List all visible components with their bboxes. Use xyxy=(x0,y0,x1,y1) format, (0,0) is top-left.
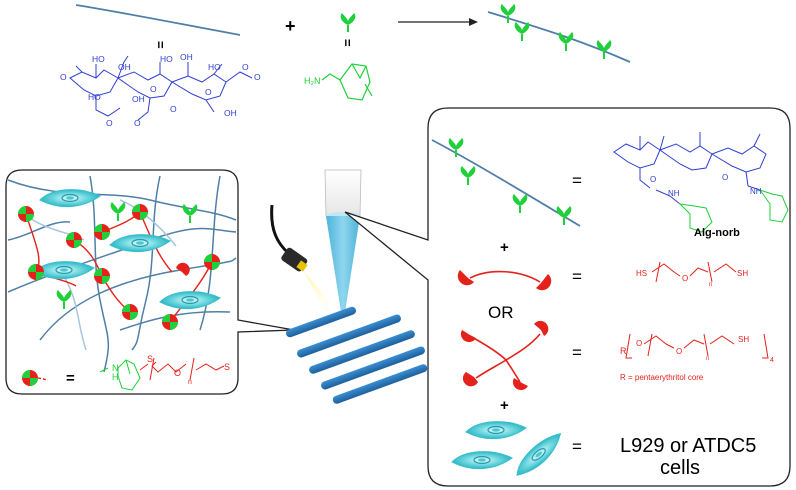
svg-text:O: O xyxy=(650,175,656,184)
norbornene-amine-structure xyxy=(321,63,373,101)
reaction-arrow xyxy=(398,18,478,26)
svg-text:SH: SH xyxy=(738,335,749,344)
svg-text:HO: HO xyxy=(88,92,101,102)
svg-text:O: O xyxy=(676,347,682,356)
svg-text:HO: HO xyxy=(208,62,221,72)
plus-sign: + xyxy=(500,397,509,414)
svg-text:H: H xyxy=(112,372,119,382)
alg-norb-structure xyxy=(613,132,767,189)
svg-text:O: O xyxy=(150,84,157,94)
or-label: OR xyxy=(488,303,514,322)
bioprinter-nozzle xyxy=(324,169,362,312)
equals-sign: = xyxy=(572,343,582,362)
printed-strands xyxy=(285,306,428,404)
equals-sign: = xyxy=(572,437,582,456)
svg-text:4: 4 xyxy=(770,357,774,364)
svg-text:O: O xyxy=(254,72,261,82)
cells-label-line1: L929 or ATDC5 xyxy=(620,435,756,457)
svg-text:NH: NH xyxy=(668,189,680,198)
alg-norb-labels: NH NH O O xyxy=(650,173,762,198)
svg-text:O: O xyxy=(134,118,141,128)
alginate-structure xyxy=(69,55,253,121)
svg-text:HO: HO xyxy=(160,54,173,64)
svg-text:O: O xyxy=(722,173,728,182)
svg-text:O: O xyxy=(174,368,181,378)
svg-text:n: n xyxy=(709,282,712,288)
svg-text:n: n xyxy=(188,379,192,386)
uv-light-source xyxy=(270,204,336,312)
free-thiol-caps xyxy=(176,262,190,276)
alg-norb-product-top xyxy=(487,3,631,63)
plus-sign: + xyxy=(285,16,296,36)
svg-text:O: O xyxy=(205,87,212,97)
alginate-atom-labels: HO OH HO OH HO OH HO OH O O O O O O O O xyxy=(60,52,261,128)
alginate-chain xyxy=(75,4,241,36)
equals-sign-2: = xyxy=(340,39,355,47)
svg-text:OH: OH xyxy=(132,94,145,104)
crosslink-legend: = N H S O n S xyxy=(22,354,230,391)
equals-sign: = xyxy=(572,267,582,286)
svg-text:S: S xyxy=(224,362,230,372)
svg-text:O: O xyxy=(242,62,249,72)
svg-text:R: R xyxy=(620,346,627,356)
svg-text:O: O xyxy=(682,274,688,283)
svg-text:S: S xyxy=(147,354,153,364)
svg-text:OH: OH xyxy=(180,52,193,62)
svg-text:OH: OH xyxy=(224,108,237,118)
svg-text:HO: HO xyxy=(92,54,105,64)
alg-norb-amide-arms xyxy=(655,185,789,233)
svg-text:O: O xyxy=(636,339,642,348)
svg-text:N: N xyxy=(112,363,119,373)
norbornene-icon xyxy=(339,12,357,33)
components-callout xyxy=(344,107,791,487)
svg-text:=: = xyxy=(66,370,75,387)
svg-text:O: O xyxy=(170,104,177,114)
alg-norb-label: Alg-norb xyxy=(694,227,740,239)
svg-text:NH: NH xyxy=(750,187,762,196)
svg-text:SH: SH xyxy=(737,269,748,278)
plus-sign: + xyxy=(500,239,509,256)
svg-text:O: O xyxy=(60,72,67,82)
svg-text:HS: HS xyxy=(636,269,647,278)
svg-text:OH: OH xyxy=(118,62,131,72)
core-note: R = pentaerythritol core xyxy=(620,373,704,382)
alg-norb-chain xyxy=(431,137,581,227)
equals-sign: = xyxy=(572,171,582,190)
amine-label: H₂N xyxy=(304,76,321,86)
four-arm-peg-formula: R O O n SH 4 xyxy=(620,333,774,364)
linear-peg-dithiol-icon xyxy=(457,270,552,291)
cells-label-line2: cells xyxy=(660,457,700,479)
svg-text:n: n xyxy=(706,356,709,362)
svg-text:O: O xyxy=(106,118,113,128)
linear-peg-formula: HS O n SH xyxy=(636,261,748,288)
four-arm-peg-icon xyxy=(460,320,549,391)
equals-sign: = xyxy=(153,41,168,49)
